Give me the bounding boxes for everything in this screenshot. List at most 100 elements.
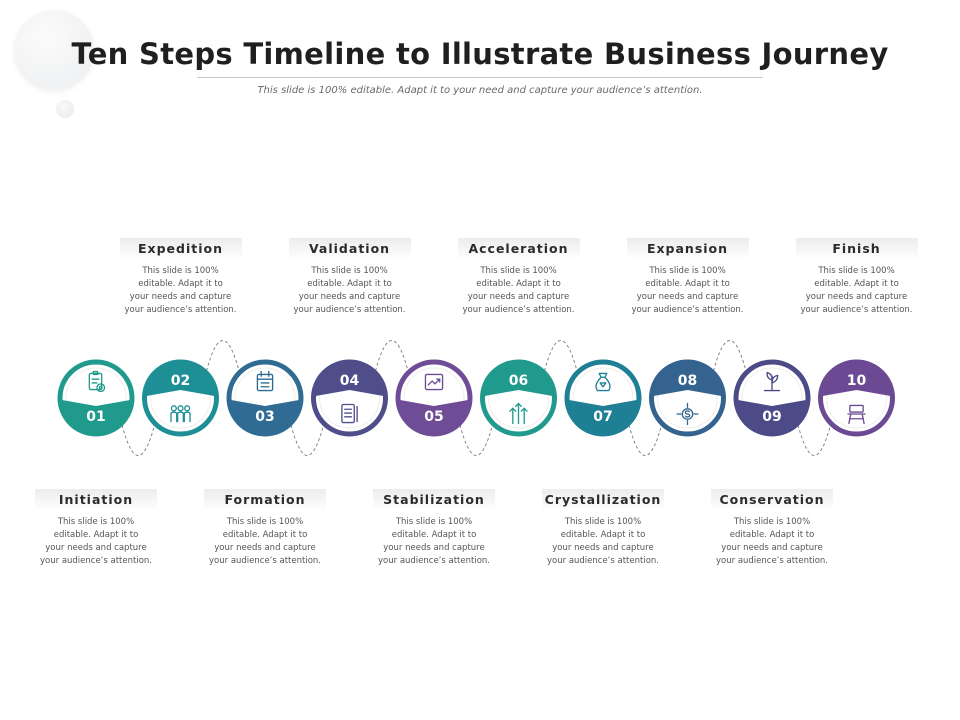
step-04-description: This slide is 100% editable. Adapt it to y… bbox=[288, 265, 412, 317]
step-01-label: Initiation bbox=[35, 489, 157, 511]
step-09-node: 09 bbox=[733, 359, 811, 437]
step-09-label: Conservation bbox=[711, 489, 833, 511]
description-line: your needs and capture bbox=[129, 292, 232, 302]
step-06-label: Acceleration bbox=[457, 238, 580, 260]
dollar-expand-icon bbox=[676, 402, 699, 426]
finish-chair-icon bbox=[847, 404, 866, 425]
step-number: 09 bbox=[762, 409, 781, 425]
description-line: your audience’s attention. bbox=[462, 305, 575, 315]
step-10-node: 10 bbox=[818, 359, 895, 437]
description-line: your audience’s attention. bbox=[378, 556, 490, 566]
step-02-label: Expedition bbox=[119, 238, 242, 260]
decorative-circle-large bbox=[14, 10, 94, 90]
description-line: your needs and capture bbox=[467, 292, 570, 302]
description-line: your needs and capture bbox=[636, 292, 739, 302]
step-number-badge bbox=[146, 362, 215, 396]
step-04-label: Validation bbox=[288, 238, 411, 260]
step-01-description: This slide is 100% editable. Adapt it to y… bbox=[34, 516, 158, 568]
description-line: This slide is 100% bbox=[395, 517, 473, 527]
step-07-node: 07 bbox=[564, 359, 642, 437]
description-line: This slide is 100% bbox=[564, 517, 642, 527]
description-line: This slide is 100% bbox=[480, 266, 557, 276]
connector-arc bbox=[121, 424, 155, 456]
plant-hand-icon bbox=[763, 371, 781, 392]
step-05-node: 05 bbox=[395, 359, 473, 437]
description-line: This slide is 100% bbox=[649, 266, 726, 276]
step-number-badge bbox=[653, 362, 722, 396]
description-line: editable. Adapt it to bbox=[814, 279, 899, 289]
description-line: your needs and capture bbox=[721, 543, 823, 553]
step-number-badge bbox=[822, 362, 891, 396]
connector-arc bbox=[797, 424, 831, 456]
step-07-description: This slide is 100% editable. Adapt it to y… bbox=[541, 516, 665, 568]
description-line: editable. Adapt it to bbox=[222, 530, 308, 540]
description-line: This slide is 100% bbox=[733, 517, 811, 527]
description-line: your needs and capture bbox=[298, 292, 401, 302]
description-line: editable. Adapt it to bbox=[476, 279, 561, 289]
page-subtitle: This slide is 100% editable. Adapt it to… bbox=[257, 85, 703, 96]
step-08-label: Expansion bbox=[626, 238, 749, 260]
description-line: your audience’s attention. bbox=[40, 556, 152, 566]
step-number: 03 bbox=[255, 409, 274, 425]
step-number: 04 bbox=[340, 373, 360, 389]
step-number-badge bbox=[231, 400, 299, 434]
step-05-description: This slide is 100% editable. Adapt it to y… bbox=[372, 516, 496, 568]
description-line: This slide is 100% bbox=[311, 266, 388, 276]
step-number: 06 bbox=[509, 373, 528, 389]
description-line: editable. Adapt it to bbox=[729, 530, 815, 540]
step-number: 02 bbox=[171, 373, 190, 389]
step-03-node: 03 bbox=[226, 359, 304, 437]
connector-arc bbox=[206, 340, 240, 372]
step-number-badge bbox=[569, 400, 637, 434]
description-line: editable. Adapt it to bbox=[138, 279, 223, 289]
description-line: your needs and capture bbox=[45, 543, 147, 553]
checklist-pencil-icon bbox=[341, 403, 358, 424]
description-line: editable. Adapt it to bbox=[645, 279, 730, 289]
growth-arrows-icon bbox=[509, 402, 528, 425]
connector-arc bbox=[290, 424, 324, 456]
step-06-description: This slide is 100% editable. Adapt it to y… bbox=[457, 265, 581, 317]
description-line: This slide is 100% bbox=[57, 517, 135, 527]
description-line: your audience’s attention. bbox=[631, 305, 744, 315]
description-line: your audience’s attention. bbox=[124, 305, 237, 315]
description-line: editable. Adapt it to bbox=[391, 530, 477, 540]
step-02-node: 02 bbox=[142, 359, 219, 437]
step-03-label: Formation bbox=[204, 489, 326, 511]
step-number-badge bbox=[484, 362, 553, 396]
step-08-node: 08 bbox=[649, 359, 726, 437]
title-divider bbox=[197, 77, 763, 78]
description-line: your needs and capture bbox=[552, 543, 654, 553]
step-number: 01 bbox=[86, 409, 105, 425]
step-number: 10 bbox=[847, 373, 867, 389]
page-title: Ten Steps Timeline to Illustrate Busines… bbox=[71, 37, 889, 71]
description-line: your audience’s attention. bbox=[293, 305, 406, 315]
step-06-node: 06 bbox=[480, 359, 557, 437]
description-line: your audience’s attention. bbox=[716, 556, 828, 566]
trend-chart-icon bbox=[424, 373, 444, 391]
description-line: editable. Adapt it to bbox=[560, 530, 646, 540]
description-line: editable. Adapt it to bbox=[53, 530, 139, 540]
description-line: This slide is 100% bbox=[226, 517, 304, 527]
calendar-planner-icon bbox=[256, 370, 274, 392]
step-number-badge bbox=[738, 400, 806, 434]
step-number: 07 bbox=[593, 409, 612, 425]
step-08-description: This slide is 100% editable. Adapt it to y… bbox=[626, 265, 750, 317]
step-05-label: Stabilization bbox=[373, 489, 495, 511]
clipboard-gear-icon bbox=[88, 370, 106, 393]
connector-arc bbox=[544, 340, 578, 372]
description-line: your audience’s attention. bbox=[800, 305, 913, 315]
step-07-label: Crystallization bbox=[542, 489, 664, 511]
description-line: your audience’s attention. bbox=[209, 556, 321, 566]
description-line: your needs and capture bbox=[805, 292, 908, 302]
connector-arc bbox=[375, 340, 409, 372]
description-line: your audience’s attention. bbox=[547, 556, 659, 566]
description-line: This slide is 100% bbox=[818, 266, 895, 276]
description-line: editable. Adapt it to bbox=[307, 279, 392, 289]
connector-arc bbox=[459, 424, 493, 456]
step-04-node: 04 bbox=[311, 359, 388, 437]
crystal-bag-icon bbox=[595, 372, 611, 392]
step-number: 08 bbox=[678, 373, 697, 389]
team-people-icon bbox=[170, 405, 191, 423]
step-10-description: This slide is 100% editable. Adapt it to y… bbox=[795, 265, 919, 317]
